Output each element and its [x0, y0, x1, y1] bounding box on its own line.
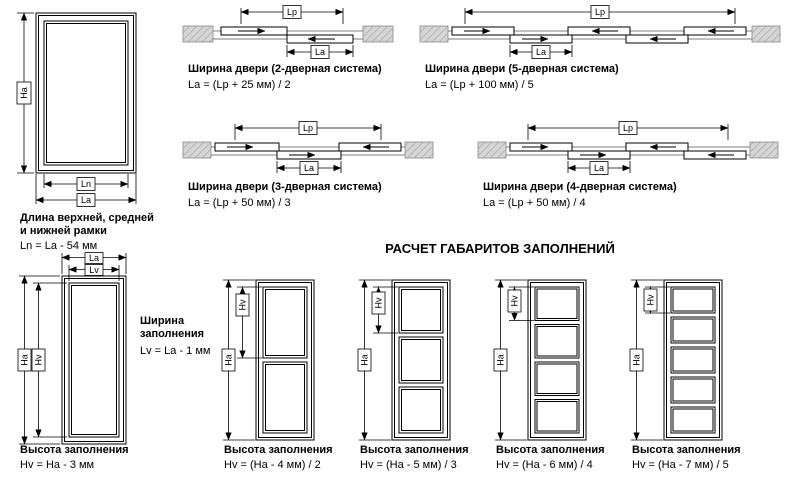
filling-elevation-3: Hv Ha: [357, 279, 451, 441]
la-label-box: [84, 252, 104, 264]
ha-label: Ha: [19, 87, 29, 99]
filling-1-formula: Hv = Ha - 3 мм: [20, 459, 95, 471]
ha-label: Ha: [360, 354, 370, 366]
filling-2-formula: Hv = (Ha - 4 мм) / 2: [224, 459, 321, 471]
wall-right: [404, 141, 434, 159]
ln-label: Ln: [81, 179, 91, 189]
filling-4-formula: Hv = (Ha - 6 мм) / 4: [496, 459, 593, 471]
la-label-box: [299, 161, 319, 175]
width-note-formula: Lv = La - 1 мм: [140, 345, 211, 357]
la-label-box: [531, 45, 551, 59]
door-leaf: [527, 279, 587, 441]
la-label: La: [315, 47, 325, 57]
ha-label-box: [221, 348, 236, 372]
door-leaf: [663, 279, 723, 441]
ha-label-box: [493, 348, 508, 372]
lv-label: Lv: [89, 265, 99, 275]
hv-label-box: [643, 288, 658, 312]
system-3-caption: Ширина двери (3-дверная система): [188, 181, 382, 193]
hv-label: Hv: [238, 299, 248, 310]
door-leaf: [391, 279, 451, 441]
lp-label: Lp: [303, 123, 313, 133]
lp-label: Lp: [595, 7, 605, 17]
filling-3-formula: Hv = (Ha - 5 мм) / 3: [360, 459, 457, 471]
width-note-line1: Ширина: [140, 315, 185, 327]
hv-label-box: [507, 289, 522, 313]
system-2-formula: La = (Lp + 25 мм) / 2: [188, 79, 291, 91]
ha-label-box: [357, 348, 372, 372]
wall-left: [182, 141, 212, 159]
wall-left: [182, 25, 214, 43]
hv-label-box: [31, 348, 46, 372]
system-3-door-drawing: Lp La: [182, 121, 434, 175]
filling-3-caption: Высота заполнения: [360, 444, 469, 456]
ha-label-box: [17, 348, 32, 372]
ha-label: Ha: [224, 354, 234, 366]
system-5-door-drawing: Lp La: [419, 5, 781, 59]
ha-label: Ha: [632, 354, 642, 366]
lp-label-box: [282, 5, 302, 19]
system-4-caption: Ширина двери (4-дверная система): [483, 181, 677, 193]
door-leaf: [61, 275, 127, 445]
wall-left: [477, 141, 507, 159]
frame-caption-line2: и нижней рамки: [20, 225, 107, 237]
system-5-formula: La = (Lp + 100 мм) / 5: [425, 79, 534, 91]
ha-label: Ha: [496, 354, 506, 366]
system-3-formula: La = (Lp + 50 мм) / 3: [188, 197, 291, 209]
wall-right: [749, 141, 779, 159]
filling-elevation-1: La Lv Ha Hv: [17, 252, 127, 445]
filling-5-formula: Hv = (Ha - 7 мм) / 5: [632, 459, 729, 471]
hv-label-box: [235, 293, 250, 317]
lp-label: Lp: [287, 7, 297, 17]
frame-formula: Ln = La - 54 мм: [20, 240, 98, 252]
ha-label-box: [16, 81, 32, 105]
door-leaf: [255, 279, 315, 441]
wall-right: [751, 25, 781, 43]
filling-2-caption: Высота заполнения: [224, 444, 333, 456]
hv-label: Hv: [34, 354, 44, 365]
ha-label: Ha: [20, 354, 30, 366]
lp-label-box: [298, 121, 318, 135]
hv-label: Hv: [374, 297, 384, 308]
frame-elevation-drawing: Ha Ln La: [16, 12, 137, 207]
door-frame: [35, 12, 137, 174]
la-label-box: [589, 161, 609, 175]
system-4-formula: La = (Lp + 50 мм) / 4: [483, 197, 586, 209]
hv-label: Hv: [646, 294, 656, 305]
ha-label-box: [629, 348, 644, 372]
filling-elevation-2: Hv Ha: [221, 279, 315, 441]
wall-right: [362, 25, 394, 43]
la-label: La: [81, 195, 91, 205]
frame-caption-line1: Длина верхней, средней: [20, 212, 154, 224]
filling-4-caption: Высота заполнения: [496, 444, 605, 456]
filling-1-caption: Высота заполнения: [20, 444, 129, 456]
hv-label: Hv: [510, 295, 520, 306]
la-label: La: [304, 163, 314, 173]
la-label: La: [536, 47, 546, 57]
filling-5-caption: Высота заполнения: [632, 444, 741, 456]
section-title: РАСЧЕТ ГАБАРИТОВ ЗАПОЛНЕНИЙ: [385, 241, 615, 256]
system-4-door-drawing: Lp La: [477, 121, 779, 175]
system-5-caption: Ширина двери (5-дверная система): [425, 63, 619, 75]
ln-label-box: [76, 177, 96, 191]
width-note-line2: заполнения: [140, 328, 205, 340]
lp-label-box: [590, 5, 610, 19]
hv-label-box: [371, 291, 386, 315]
system-2-caption: Ширина двери (2-дверная система): [188, 63, 382, 75]
la-label-box: [310, 45, 330, 59]
filling-elevation-5: Hv Ha: [629, 279, 723, 441]
la-label-box: [76, 193, 96, 207]
wall-left: [419, 25, 449, 43]
la-label: La: [594, 163, 604, 173]
system-2-door-drawing: Lp La: [182, 5, 394, 59]
lp-label-box: [618, 121, 638, 135]
filling-elevation-4: Hv Ha: [493, 279, 587, 441]
la-label: La: [89, 253, 99, 263]
lp-label: Lp: [623, 123, 633, 133]
